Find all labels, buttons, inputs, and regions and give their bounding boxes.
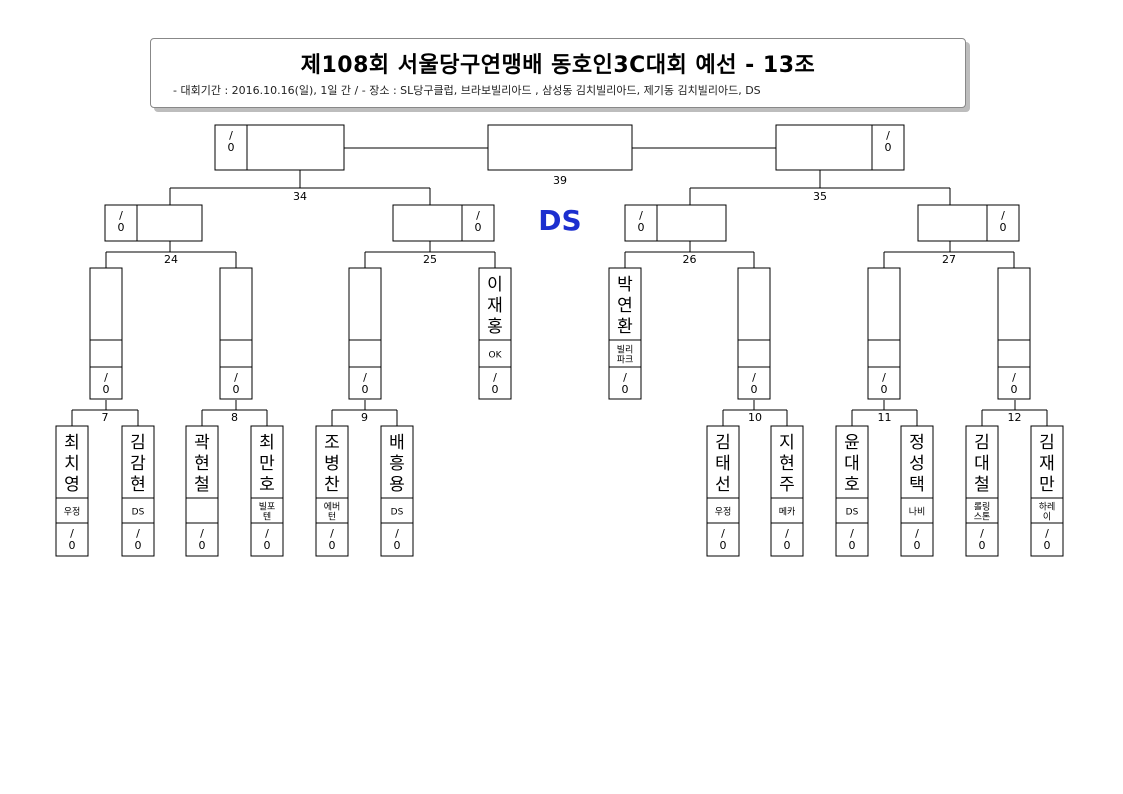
player-score: /0 [329,527,336,552]
player-score: /0 [264,527,271,552]
player-score: /0 [979,527,986,552]
player-club: OK [489,351,503,361]
player-club: 메카 [779,507,796,518]
player-score: /0 [751,371,758,396]
match-number-27: 27 [942,253,956,266]
player-score: /0 [784,527,791,552]
player-score: /0 [394,527,401,552]
player-score: /0 [914,527,921,552]
match-number-10: 10 [748,411,762,424]
final-box-39a [214,124,345,171]
match-number-8: 8 [231,411,238,424]
match-number-26: 26 [683,253,697,266]
player-box [315,425,349,557]
slot-score: /0 [118,209,125,234]
match-number-25: 25 [423,253,437,266]
player-score: /0 [1011,371,1018,396]
player-score: /0 [135,527,142,552]
player-score: /0 [492,371,499,396]
player-box [348,267,382,400]
player-box [185,425,219,557]
match-number-7: 7 [102,411,109,424]
player-score: /0 [1044,527,1051,552]
player-box [867,267,901,400]
match-number-9: 9 [361,411,368,424]
page-title: 제108회 서울당구연맹배 동호인3C대회 예선 - 13조 [300,53,816,78]
player-score: /0 [881,371,888,396]
player-club: 우정 [715,507,732,518]
player-score: /0 [622,371,629,396]
semi-box-35b [917,204,1020,242]
match-number-39: 39 [553,174,567,187]
player-score: /0 [362,371,369,396]
title-panel: 제108회 서울당구연맹배 동호인3C대회 예선 - 13조 - 대회기간 : … [150,38,966,108]
page-subtitle: - 대회기간 : 2016.10.16(일), 1일 간 / - 장소 : SL… [173,84,761,97]
slot-score: /0 [228,129,235,154]
player-box [900,425,934,557]
match-number-24: 24 [164,253,178,266]
player-box [706,425,740,557]
player-box [55,425,89,557]
group-venue-label: DS [538,204,582,237]
winner-box [487,124,633,171]
player-box [89,267,123,400]
semi-box-34a [104,204,203,242]
slot-score: /0 [1000,209,1007,234]
player-score: /0 [720,527,727,552]
player-score: /0 [849,527,856,552]
slot-score: /0 [638,209,645,234]
player-box [770,425,804,557]
player-club: DS [846,508,859,518]
player-club: DS [391,508,404,518]
match-number-11: 11 [878,411,892,424]
player-club: DS [132,508,145,518]
player-club: 나비 [909,507,926,518]
player-score: /0 [69,527,76,552]
player-box [1030,425,1064,557]
slot-score: /0 [475,209,482,234]
match-number-12: 12 [1008,411,1022,424]
player-score: /0 [233,371,240,396]
player-club: 우정 [64,507,81,518]
match-number-34: 34 [293,190,307,203]
final-box-39b [775,124,905,171]
player-score: /0 [199,527,206,552]
player-box [965,425,999,557]
semi-box-35a [624,204,727,242]
player-box [608,267,642,400]
player-box [478,267,512,400]
player-box [737,267,771,400]
player-box [997,267,1031,400]
match-number-35: 35 [813,190,827,203]
player-score: /0 [103,371,110,396]
player-box [250,425,284,557]
player-box [835,425,869,557]
semi-box-34b [392,204,495,242]
slot-score: /0 [885,129,892,154]
